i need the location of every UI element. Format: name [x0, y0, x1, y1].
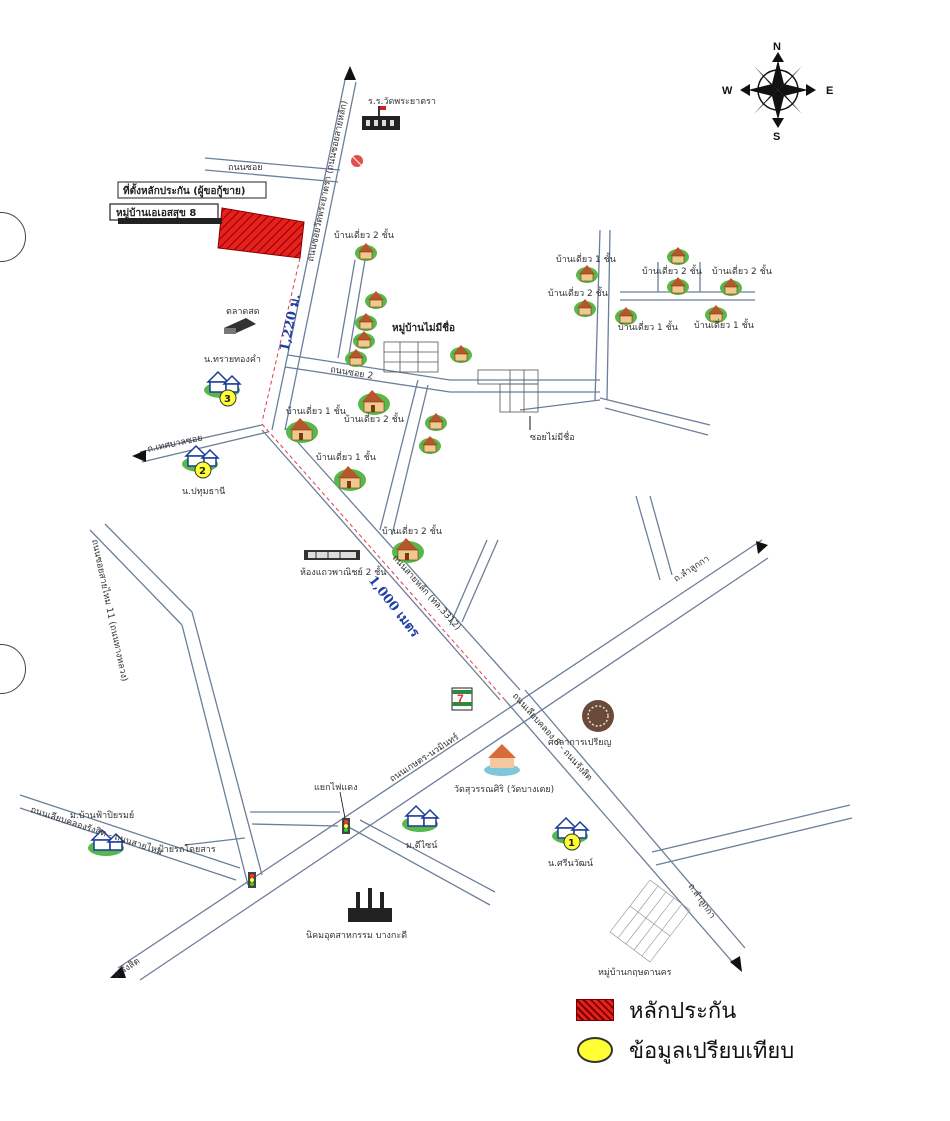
- house-a-label: บ้านเดี่ยว 2 ชั้น: [334, 228, 394, 241]
- road-kaset-label: ถนนเกษตร-นวมินทร์: [387, 731, 461, 785]
- road-southwest-label: ถ.รังสิต: [112, 955, 142, 980]
- roads: [19, 79, 853, 981]
- shophouse-icon: [304, 550, 360, 560]
- road-se-label: ถ.ลำลูกกา: [686, 881, 718, 920]
- houses-ne-1-label: บ้านเดี่ยว 1 ชั้น: [556, 252, 616, 265]
- village-se-label: หมู่บ้านกฤษดานคร: [598, 967, 672, 978]
- road-top-left-label: ถนนซอย: [228, 163, 263, 173]
- house-icon: [575, 264, 599, 284]
- village-mid-blocks: [383, 341, 439, 373]
- legend-comparable-label: ข้อมูลเปรียบเทียบ: [629, 1038, 795, 1064]
- collateral-site-parcel: [217, 207, 305, 259]
- house-icon: [401, 805, 439, 833]
- collateral-site-label: ที่ตั้งหลักประกัน (ผู้ขอกู้ขาย): [123, 183, 245, 198]
- shophouse-label: ห้องแถวพาณิชย์ 2 ชั้น: [300, 565, 386, 578]
- houses-ne-4-label: บ้านเดี่ยว 2 ชั้น: [712, 264, 772, 277]
- traffic-light-icon: [342, 818, 350, 834]
- school-icon: [362, 106, 400, 130]
- temple-hall-icon: [582, 700, 614, 732]
- comp1-label: น.ศรีนวัฒน์: [548, 857, 593, 869]
- houses-ne-3-label: บ้านเดี่ยว 2 ชั้น: [642, 264, 702, 277]
- house-icon: [357, 389, 391, 416]
- comp3-label: น.ทรายทองคำ: [204, 354, 261, 365]
- mosque-label: ม.ดีไซน์: [406, 839, 438, 851]
- village-mid-label: หมู่บ้านไม่มีชื่อ: [392, 320, 455, 335]
- compass-east: E: [826, 85, 833, 97]
- house-icon: [666, 276, 690, 296]
- nameless-soi-blocks: [477, 369, 539, 413]
- house-icon: [719, 277, 743, 297]
- svg-text:7: 7: [457, 692, 464, 706]
- distance-route: [261, 257, 506, 701]
- village-name-label: หมู่บ้านเอเอสสุข 8: [116, 207, 196, 220]
- legend: หลักประกัน ข้อมูลเปรียบเทียบ: [575, 990, 875, 1070]
- traffic-light-label: แยกไฟแดง: [314, 782, 357, 793]
- house-icon: [333, 465, 367, 492]
- road-west-vertical-label: ถนนซอยสายไหม 11 (ถนนทางหลวง): [89, 538, 130, 682]
- house-icon: [352, 330, 376, 350]
- compass-rose-icon: [740, 52, 816, 128]
- house-icon: [424, 412, 448, 432]
- soi-nameless-label: ซอยไม่มีชื่อ: [530, 430, 575, 443]
- comp1-marker: [563, 833, 581, 851]
- comp2-marker: [194, 461, 212, 479]
- house-icon: [666, 246, 690, 266]
- house-d-label: บ้านเดี่ยว 1 ชั้น: [316, 450, 376, 463]
- compass-west: W: [722, 85, 733, 97]
- legend-comparable-swatch: [577, 1037, 613, 1063]
- village-left-label: ม.บ้านฟ้าปิยรมย์: [70, 809, 134, 821]
- house-icon: [449, 344, 473, 364]
- temple-label: วัดสุวรรณศิริ (วัดบางเตย): [454, 784, 554, 795]
- collateral-site-label-box: [117, 181, 267, 199]
- school-label: ร.ร.วัดพระยาตรา: [368, 97, 436, 107]
- market-label: ตลาดสด: [226, 307, 260, 317]
- distance-north-label: 1,220 ม.: [277, 293, 304, 353]
- legend-collateral-swatch: [576, 999, 614, 1021]
- legend-collateral-label: หลักประกัน: [629, 998, 737, 1024]
- house-icon: [354, 312, 378, 332]
- bus-stop-label: ป้ายรถโดยสาร: [158, 844, 216, 855]
- compass-south: S: [773, 131, 780, 143]
- junction-road-label: ถนนเลียบคลอง 8 - ถนนรังสิต: [510, 691, 595, 784]
- comp3-marker: [219, 389, 237, 407]
- houses-ne-5-label: บ้านเดี่ยว 1 ชั้น: [618, 320, 678, 333]
- house-c-label: บ้านเดี่ยว 2 ชั้น: [344, 412, 404, 425]
- svg-text:3: 3: [224, 394, 231, 405]
- comp2-label: น.ปทุมธานี: [182, 486, 225, 497]
- compass-north: N: [773, 41, 781, 53]
- svg-text:2: 2: [199, 466, 206, 477]
- traffic-light-icon: [248, 872, 256, 888]
- factory-label: นิคมอุตสาหกรรม บางกะดี: [306, 930, 407, 941]
- houses-ne-6-label: บ้านเดี่ยว 1 ชั้น: [694, 318, 754, 331]
- legend-collateral: หลักประกัน: [575, 990, 875, 1030]
- convenience-store-icon: 7: [451, 687, 473, 711]
- village-se-grid: [609, 879, 691, 963]
- house-icon: [364, 290, 388, 310]
- houses-ne-2-label: บ้านเดี่ยว 2 ชั้น: [548, 286, 608, 299]
- house-icon: [418, 435, 442, 455]
- svg-text:1: 1: [568, 838, 575, 849]
- temple-hall-label: ศาลาการเปรียญ: [548, 737, 612, 748]
- house-icon: [344, 348, 368, 368]
- house-icon: [354, 242, 378, 262]
- legend-comparable: ข้อมูลเปรียบเทียบ: [575, 1030, 875, 1070]
- house-icon: [573, 298, 597, 318]
- road-east-label: ถ.ลำลูกกา: [672, 553, 712, 584]
- house-e-label: บ้านเดี่ยว 2 ชั้น: [382, 524, 442, 537]
- factory-icon: [348, 888, 392, 922]
- house-icon: [285, 417, 319, 444]
- red-marker-icon: [350, 154, 364, 168]
- market-icon: [224, 318, 256, 334]
- temple-icon: [484, 744, 520, 776]
- house-b-label: บ้านเดี่ยว 1 ชั้น: [286, 404, 346, 417]
- road-end-arrows: [110, 66, 768, 978]
